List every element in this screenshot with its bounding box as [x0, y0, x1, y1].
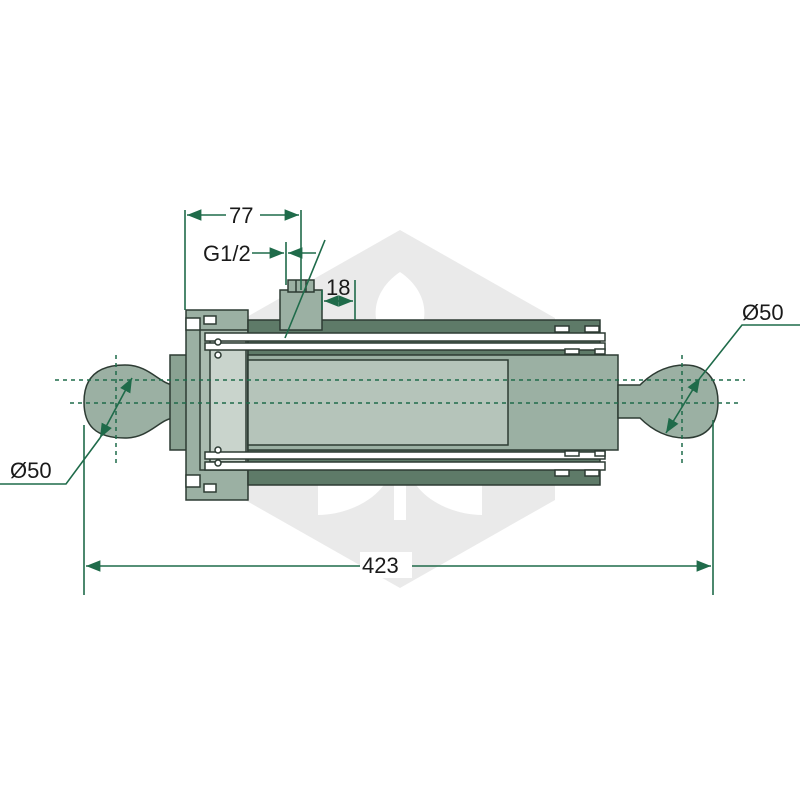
ball-diameter-right-label: Ø50: [742, 300, 784, 325]
overall-length-label: 423: [362, 553, 399, 578]
hydraulic-port: [279, 289, 323, 331]
left-ball-end: [83, 364, 176, 439]
right-ball-end: [617, 364, 719, 439]
center-lines: [55, 355, 745, 465]
dimension-labels: 423 77 G1/2 18 Ø50 Ø50: [10, 203, 784, 578]
port-offset-label: 77: [229, 203, 253, 228]
port-thread-label: G1/2: [203, 241, 251, 266]
port-width-label: 18: [326, 275, 350, 300]
dimension-lines: [0, 209, 800, 595]
ball-diameter-left-label: Ø50: [10, 458, 52, 483]
